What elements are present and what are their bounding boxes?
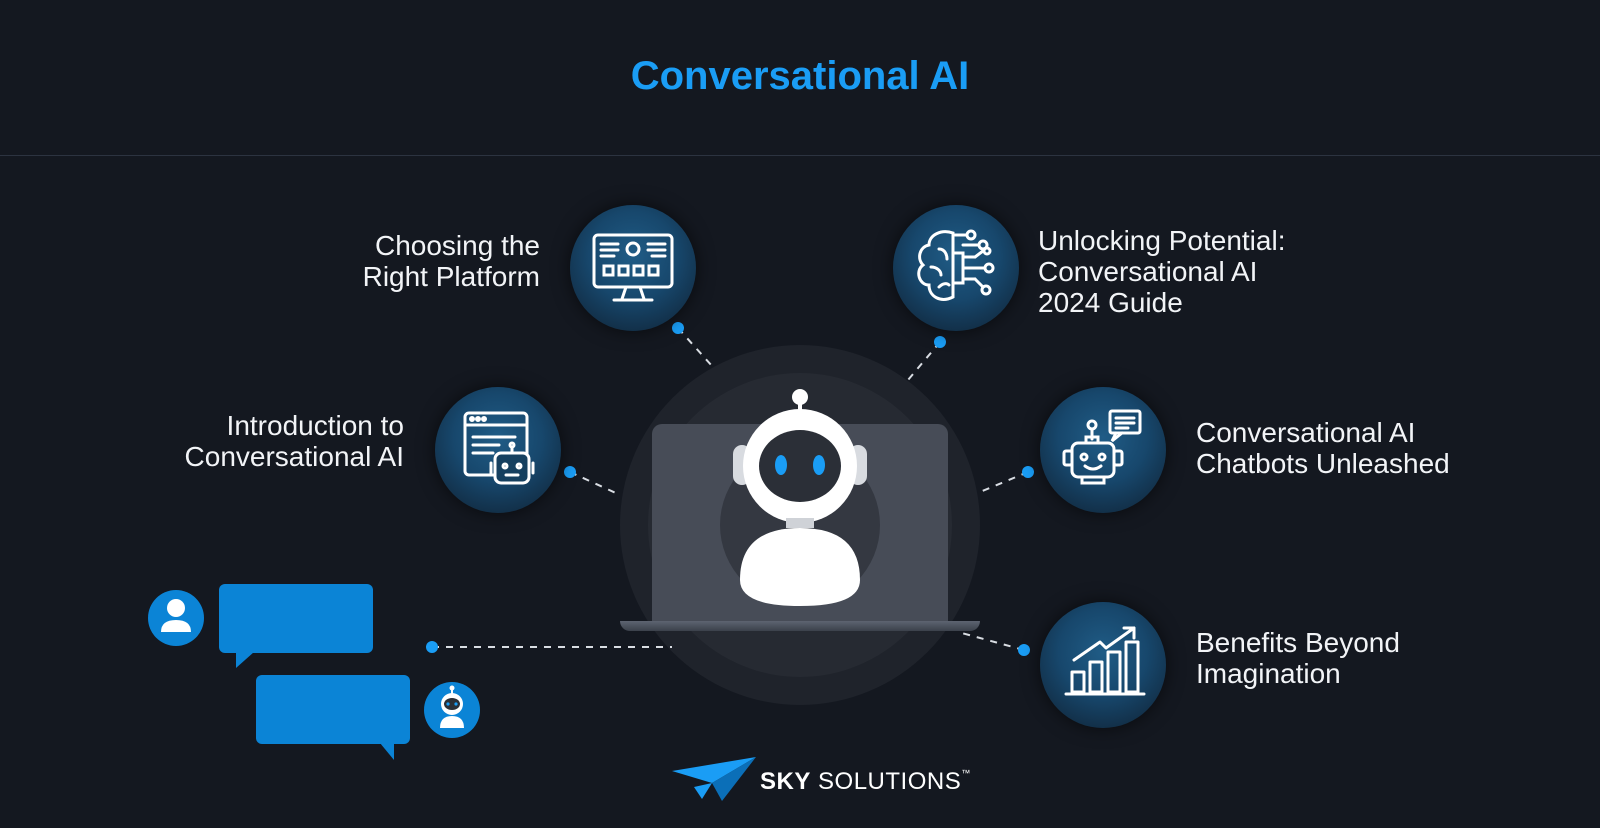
connector-dot-chat — [426, 641, 438, 653]
topic-label-line: Choosing the — [374, 230, 540, 261]
connector-dot-unlocking — [934, 336, 946, 348]
topic-circle-intro — [435, 387, 561, 513]
topic-label-platform: Choosing the Right Platform — [300, 230, 540, 292]
topic-circle-chatbots — [1040, 387, 1166, 513]
logo-brand: SKY — [760, 768, 811, 795]
connector-chatbots — [979, 471, 1029, 493]
chat-bubble-bot — [256, 675, 410, 760]
topic-label-line: Chatbots Unleashed — [1196, 448, 1450, 479]
connector-dot-benefits — [1018, 644, 1030, 656]
laptop-base — [620, 621, 980, 631]
topic-label-line: Conversational AI — [184, 441, 404, 472]
topic-label-line: Conversational AI — [1038, 256, 1258, 287]
connector-benefits — [957, 631, 1025, 651]
topic-label-intro: Introduction to Conversational AI — [150, 410, 404, 472]
topic-label-line: Right Platform — [362, 261, 540, 292]
paper-plane-icon — [672, 757, 756, 801]
header-divider — [0, 155, 1600, 156]
connector-dot-chatbots — [1022, 466, 1034, 478]
topic-label-chatbots: Conversational AI Chatbots Unleashed — [1196, 417, 1496, 479]
chat-bubble-user — [219, 584, 373, 668]
topic-label-line: 2024 Guide — [1038, 287, 1183, 318]
topic-circle-platform — [570, 205, 696, 331]
browser-bot-icon — [463, 411, 535, 485]
topic-label-line: Imagination — [1196, 658, 1341, 689]
logo-trademark: ™ — [961, 768, 971, 778]
logo-suffix: SOLUTIONS — [818, 768, 962, 795]
topic-label-unlocking: Unlocking Potential: Conversational AI 2… — [1038, 225, 1338, 318]
company-logo: SKY SOLUTIONS™ — [760, 768, 971, 796]
user-avatar-icon — [148, 590, 204, 646]
connector-platform — [677, 327, 713, 367]
topic-label-line: Introduction to — [226, 410, 404, 441]
topic-label-line: Unlocking Potential: — [1038, 225, 1286, 256]
robot-chat-icon — [1062, 409, 1142, 485]
brain-circuit-icon — [917, 229, 995, 301]
bot-avatar-icon — [424, 682, 480, 738]
topic-circle-unlocking — [893, 205, 1019, 331]
topic-label-benefits: Benefits Beyond Imagination — [1196, 627, 1496, 689]
topic-label-line: Benefits Beyond — [1196, 627, 1400, 658]
monitor-settings-icon — [592, 233, 674, 302]
connector-intro — [569, 471, 619, 495]
topic-circle-benefits — [1040, 602, 1166, 728]
connector-dot-intro — [564, 466, 576, 478]
growth-chart-icon — [1064, 626, 1146, 696]
connector-dot-platform — [672, 322, 684, 334]
topic-label-line: Conversational AI — [1196, 417, 1416, 448]
page-title: Conversational AI — [630, 54, 970, 98]
